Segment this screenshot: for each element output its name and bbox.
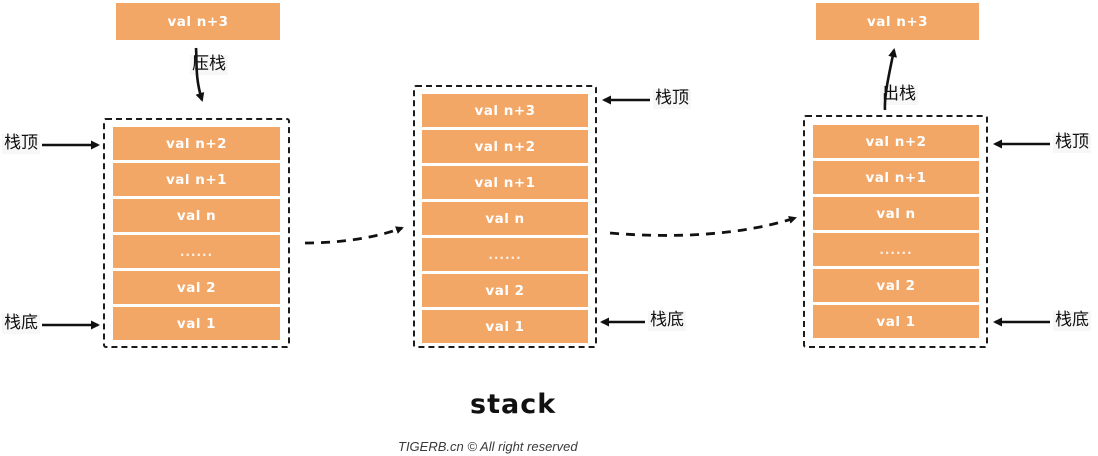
stack-cell-label: ...... [879,242,913,257]
stack-cell: val n+1 [422,166,588,199]
stack-cell-label: ...... [488,247,522,262]
stack-cell: val n [813,197,979,230]
left-stack-bottom-label: 栈底 [2,313,40,334]
stack-cell-label: val 2 [485,282,525,299]
stack-cell: val 2 [422,274,588,307]
stack-cell-label: ...... [179,244,214,259]
stack-frame-before-push [103,118,290,348]
stack-cell-label: val 1 [876,313,916,330]
stack-cell-label: val n+1 [165,171,228,188]
push-value-label: val n+3 [167,13,229,30]
pop-value-label: val n+3 [866,13,929,30]
push-label: 压栈 [190,54,228,75]
stack-cell-label: val 1 [176,315,217,332]
transition-arrow-1 [304,226,404,245]
credit-line: TIGERB.cn © All right reserved [398,439,578,454]
pop-value-box: val n+3 [816,3,979,40]
stack-cell-label: val n+3 [474,102,536,119]
stack-cell-label: val n [876,205,916,222]
stack-cell-label: val n [485,210,525,227]
stack-cell-label: val 2 [176,279,217,296]
push-value-box: val n+3 [116,3,280,40]
pop-label: 出栈 [880,84,918,105]
left-stack-top-label: 栈顶 [2,133,40,154]
stack-cell-label: val n+1 [474,174,536,191]
stack-cell: val n+1 [113,163,280,196]
stack-cell-label: val n+2 [165,135,228,152]
stack-cell-ellipsis: ...... [813,233,979,266]
middle-stack-bottom-label: 栈底 [648,310,686,331]
stack-cell: val 1 [113,307,280,340]
stack-cell-label: val 1 [485,318,525,335]
right-stack-bottom-label: 栈底 [1053,310,1091,331]
stack-cell: val 1 [422,310,588,343]
stack-cell-ellipsis: ...... [422,238,588,271]
stack-cell-label: val n+1 [865,169,927,186]
stack-frame-after-push [413,85,597,348]
stack-cell: val 2 [113,271,280,304]
stack-cell-label: val n+2 [474,138,536,155]
stack-cell-label: val 2 [876,277,916,294]
stack-cell-label: val n [176,207,217,224]
stack-cell: val n [113,199,280,232]
page-title: stack [470,389,557,420]
stack-cell: val n+2 [113,127,280,160]
stack-cell: val n+2 [813,125,979,158]
stack-cell: val n+1 [813,161,979,194]
stack-cell: val 2 [813,269,979,302]
stack-cell-label: val n+2 [865,133,927,150]
stack-frame-after-pop [803,115,988,348]
transition-arrow-2 [609,216,797,237]
stack-cell: val n [422,202,588,235]
middle-stack-top-label: 栈顶 [653,88,691,109]
right-stack-top-label: 栈顶 [1053,132,1091,153]
stack-cell-ellipsis: ...... [113,235,280,268]
stack-cell: val n+2 [422,130,588,163]
stack-cell: val 1 [813,305,979,338]
stack-cell: val n+3 [422,94,588,127]
